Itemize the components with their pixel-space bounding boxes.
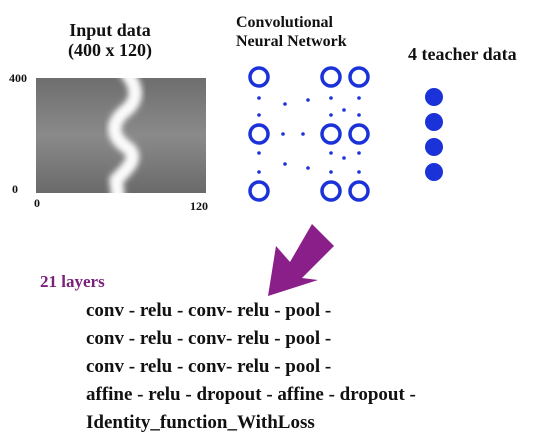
cnn-node-icon bbox=[248, 123, 270, 145]
cnn-dot-icon bbox=[281, 132, 285, 136]
cnn-dot-icon bbox=[357, 151, 361, 155]
cnn-dot-icon bbox=[257, 170, 261, 174]
cnn-dot-icon bbox=[357, 96, 361, 100]
cnn-dot-icon bbox=[329, 113, 333, 117]
input-data-title-line1: Input data bbox=[69, 20, 151, 40]
cnn-dot-icon bbox=[257, 151, 261, 155]
cnn-node-icon bbox=[248, 66, 270, 88]
cnn-node-icon bbox=[320, 66, 342, 88]
cnn-dot-icon bbox=[342, 156, 346, 160]
cnn-title-line2: Neural Network bbox=[236, 33, 347, 50]
cnn-dot-icon bbox=[329, 170, 333, 174]
teacher-data-dot-icon bbox=[425, 88, 443, 106]
input-data-title-line2: (400 x 120) bbox=[68, 40, 152, 60]
cnn-dot-icon bbox=[329, 96, 333, 100]
input-x-left-tick: 0 bbox=[34, 196, 40, 210]
cnn-dot-icon bbox=[283, 162, 287, 166]
cnn-dot-icon bbox=[357, 170, 361, 174]
input-y-top-tick: 400 bbox=[9, 71, 27, 85]
input-data-title: Input data (400 x 120) bbox=[40, 20, 180, 60]
cnn-dot-icon bbox=[306, 98, 310, 102]
cnn-dot-icon bbox=[329, 151, 333, 155]
cnn-dot-icon bbox=[306, 166, 310, 170]
cnn-dot-icon bbox=[257, 113, 261, 117]
cnn-dot-icon bbox=[283, 102, 287, 106]
layer-line-3: conv - relu - conv- relu - pool - bbox=[86, 356, 332, 377]
cnn-dot-icon bbox=[301, 132, 305, 136]
down-arrow-icon bbox=[268, 224, 334, 296]
cnn-node-icon bbox=[320, 123, 342, 145]
layer-line-1: conv - relu - conv- relu - pool - bbox=[86, 300, 332, 321]
cnn-dot-icon bbox=[357, 113, 361, 117]
teacher-dots bbox=[425, 88, 443, 181]
cnn-node-icon bbox=[348, 123, 370, 145]
layer-line-5: Identity_function_WithLoss bbox=[86, 412, 315, 433]
cnn-title-line1: Convolutional bbox=[236, 14, 333, 31]
cnn-nodes bbox=[248, 66, 370, 202]
cnn-node-icon bbox=[248, 180, 270, 202]
teacher-data-dot-icon bbox=[425, 138, 443, 156]
cnn-title: Convolutional Neural Network bbox=[236, 13, 347, 51]
cnn-node-icon bbox=[320, 180, 342, 202]
input-data-image bbox=[36, 78, 206, 193]
layer-line-2: conv - relu - conv- relu - pool - bbox=[86, 328, 332, 349]
teacher-data-dot-icon bbox=[425, 163, 443, 181]
input-x-right-tick: 120 bbox=[190, 199, 208, 213]
teacher-data-title: 4 teacher data bbox=[408, 44, 517, 64]
teacher-data-dot-icon bbox=[425, 113, 443, 131]
layer-line-4: affine - relu - dropout - affine - dropo… bbox=[86, 384, 416, 405]
cnn-dot-icon bbox=[342, 108, 346, 112]
cnn-node-icon bbox=[348, 180, 370, 202]
cnn-dot-icon bbox=[257, 96, 261, 100]
input-y-bottom-tick: 0 bbox=[12, 182, 18, 196]
cnn-node-icon bbox=[348, 66, 370, 88]
layers-title: 21 layers bbox=[40, 272, 105, 291]
